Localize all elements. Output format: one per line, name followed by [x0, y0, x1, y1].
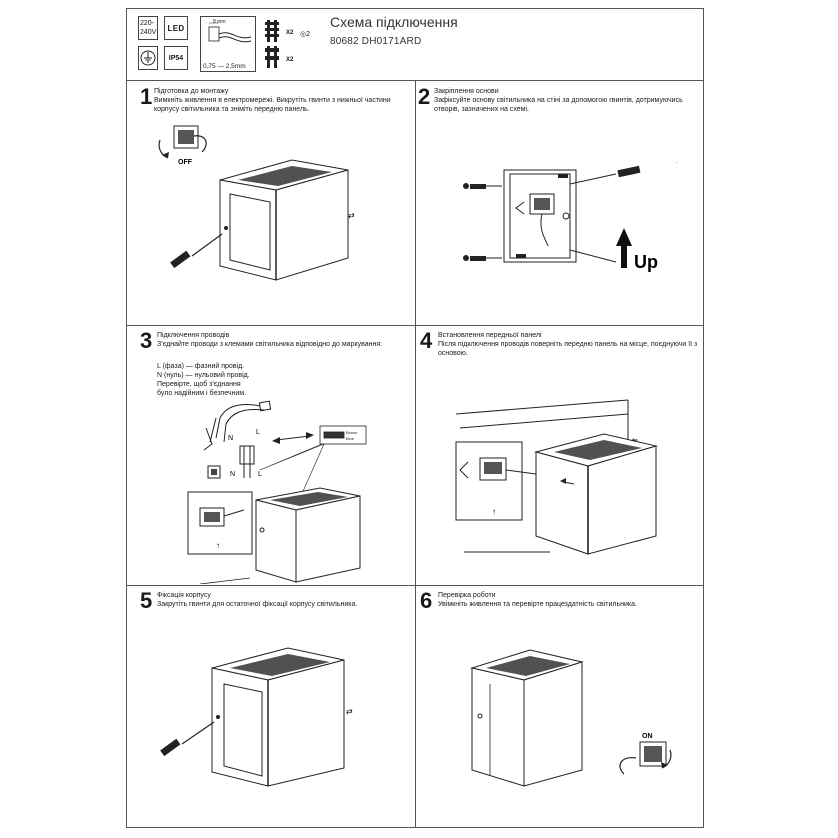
- step-1-illustration: OFF ⇄: [158, 125, 355, 281]
- switch-state-label: OFF: [178, 159, 193, 166]
- step-title: Перевірка роботи: [438, 592, 496, 599]
- svg-text:⇐: ⇐: [632, 437, 638, 444]
- up-arrow-icon: ↑: [216, 541, 220, 550]
- insert-arrow-icon: [560, 478, 575, 485]
- wiring-notes: L (фаза) — фазний провід. N (нуль) — нул…: [157, 362, 250, 398]
- step-number: 5: [140, 588, 153, 613]
- ground-symbol-icon: [207, 465, 221, 479]
- lamp-body: [470, 649, 584, 787]
- lamp-body: [211, 647, 345, 787]
- hardware-kit-icon: [265, 20, 279, 68]
- step-number: 4: [420, 328, 433, 353]
- screws-qty: X2: [286, 30, 294, 36]
- step-number: 1: [140, 84, 153, 109]
- step-number: 2: [418, 84, 431, 109]
- screw-icon: ⇄: [348, 211, 355, 220]
- led-badge: LED: [164, 16, 188, 40]
- ground-icon: [138, 46, 158, 70]
- step-description: Увімкніть живлення та перевірте працезда…: [438, 601, 637, 608]
- svg-text:⇄: ⇄: [348, 211, 355, 220]
- step-number: 6: [420, 588, 433, 613]
- model-code: 80682 DH0171ARD: [330, 36, 422, 47]
- screw-icon: ⇄: [346, 707, 353, 716]
- ip-rating-badge: IP54: [164, 46, 188, 70]
- grid-divider: [415, 80, 416, 828]
- step-title: Підключення проводів: [157, 332, 230, 339]
- up-arrow-icon: ↑: [492, 507, 496, 516]
- washer-icon: ◎2: [300, 31, 311, 38]
- cable-strip-label: 8 mm: [213, 19, 226, 25]
- lamp-body: [219, 159, 349, 281]
- lamp-body: [534, 433, 658, 555]
- note-line: N (нуль) — нульовий провід.: [157, 372, 250, 379]
- power-switch-icon: [619, 741, 672, 775]
- step-title: Закріплення основи: [434, 88, 499, 95]
- page-title: Схема підключення: [330, 14, 458, 30]
- step-number: 3: [140, 328, 153, 353]
- step-title: Підготовка до монтажу: [154, 88, 229, 95]
- anchors-qty: X2: [286, 57, 294, 63]
- step-description: Закрутіть гвинти для остаточної фіксації…: [157, 601, 358, 608]
- step-description: Вимкніть живлення в електромережі. Викру…: [154, 97, 391, 113]
- screwdriver-icon: [569, 165, 641, 185]
- screwdriver-icon: [170, 226, 228, 269]
- switch-state-label: ON: [642, 733, 653, 740]
- note-line: було надійним і безпечним.: [157, 390, 247, 397]
- voltage-badge: 220-240V: [138, 16, 158, 40]
- wire-gauge-label: 0,75 — 2,5mm: [203, 63, 246, 70]
- svg-text:Blue: Blue: [346, 436, 355, 441]
- lamp-body: [255, 487, 361, 583]
- terminal-block-detail: Brown Blue: [319, 425, 367, 445]
- step-2-illustration: Up ·: [463, 160, 678, 272]
- cable-icon: [208, 22, 252, 43]
- label-l: L: [256, 429, 260, 436]
- up-arrow-icon: [569, 228, 632, 268]
- step-5-illustration: ⇄: [160, 647, 353, 787]
- step-6-illustration: ON: [470, 649, 672, 787]
- step-description: Зафіксуйте основу світильника на стіні з…: [434, 97, 683, 113]
- wall-anchor-icon: [463, 174, 568, 261]
- up-label: Up: [634, 252, 658, 272]
- step-description: З'єднайте проводи з клемами світильника …: [157, 341, 383, 348]
- note-line: Перевірте, щоб з'єднання: [157, 381, 241, 388]
- double-arrow-icon: [272, 432, 314, 444]
- screwdriver-icon: [160, 715, 220, 757]
- svg-text:·: ·: [676, 160, 678, 166]
- label-n: N: [230, 471, 235, 478]
- step-title: Фіксація корпусу: [157, 592, 211, 599]
- note-line: L (фаза) — фазний провід.: [157, 363, 245, 370]
- step-description: Після підключення проводів поверніть пер…: [438, 341, 698, 357]
- step-3-illustration: N L N L Brown Blue ↑: [187, 400, 367, 584]
- label-n: N: [228, 435, 233, 442]
- step-4-illustration: ↑ ⇐: [455, 399, 658, 555]
- label-l: L: [258, 471, 262, 478]
- svg-text:Brown: Brown: [346, 430, 357, 435]
- step-title: Встановлення передньої панелі: [438, 332, 542, 339]
- cable-spec-box: 8 mm 0,75 — 2,5mm: [200, 16, 256, 72]
- power-switch-icon: [158, 125, 207, 159]
